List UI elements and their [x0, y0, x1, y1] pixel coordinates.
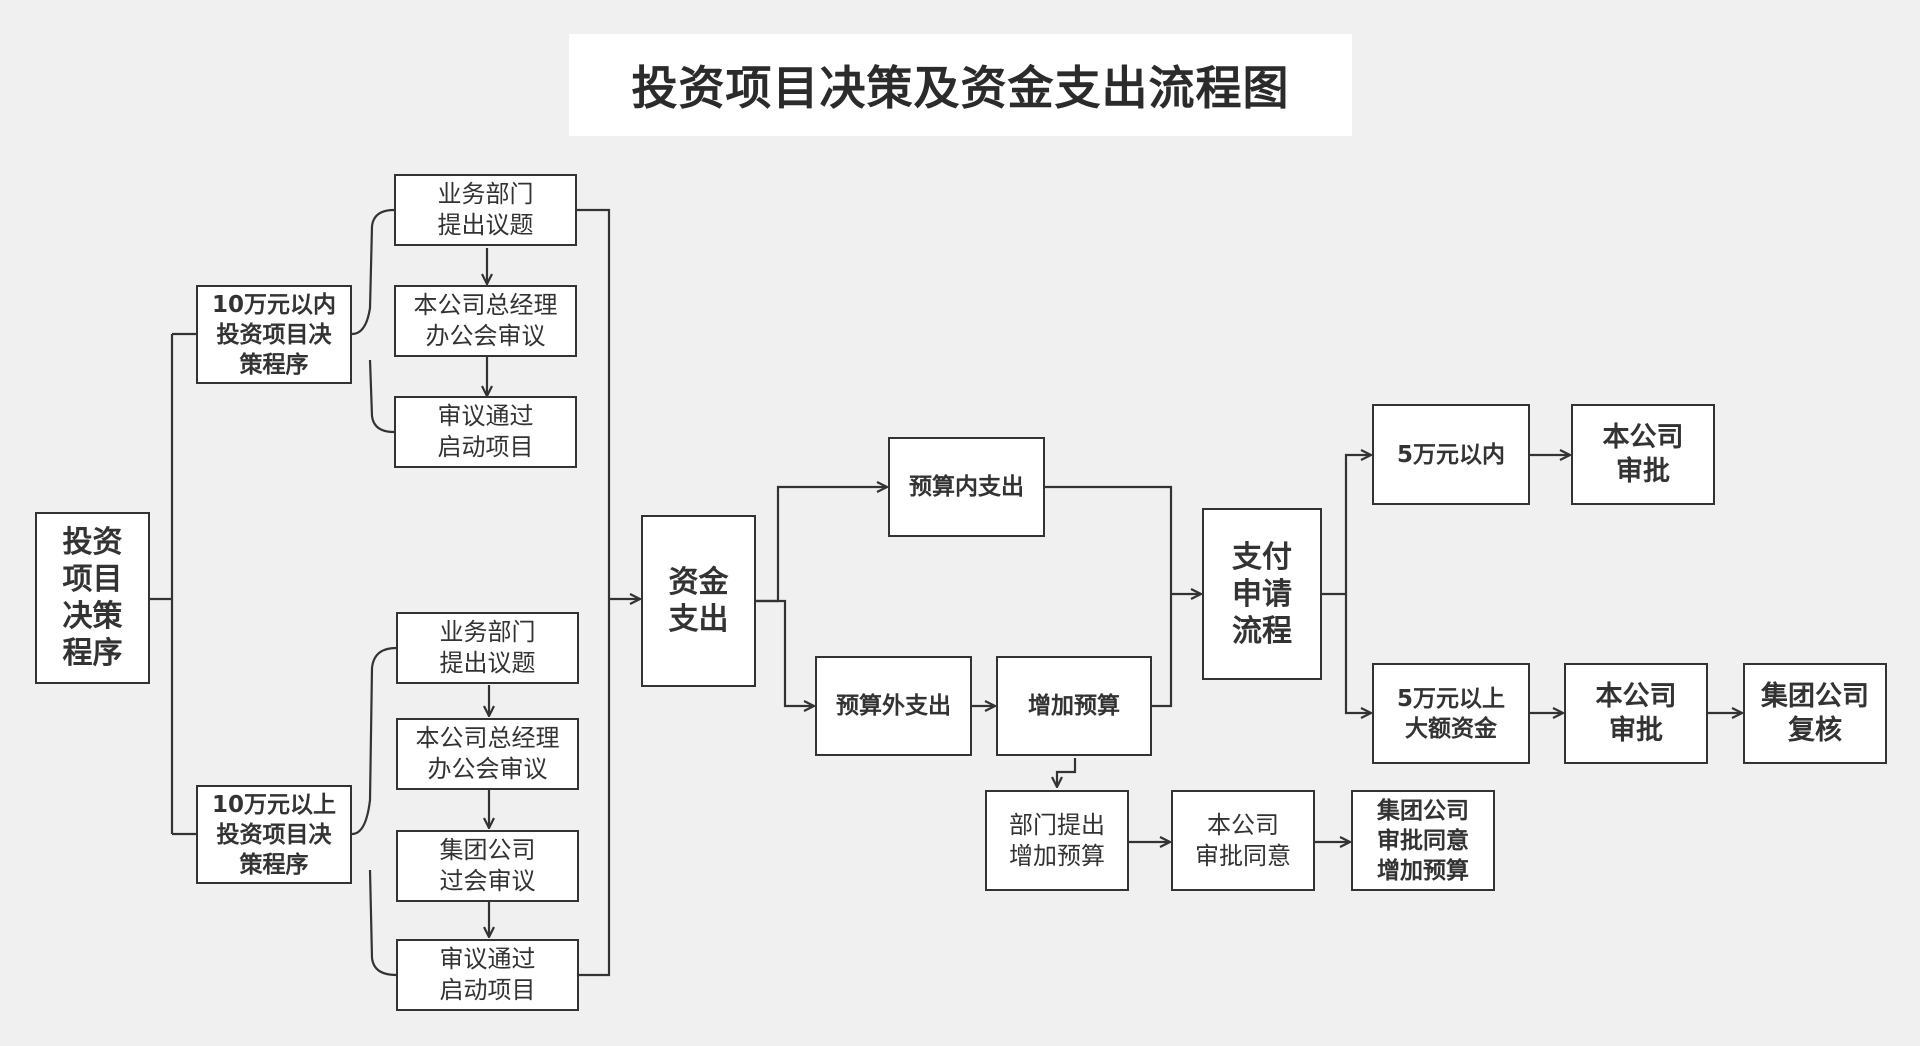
node-company-approve-large: 本公司 审批 [1564, 663, 1708, 764]
node-over-50k-large-funds: 5万元以上 大额资金 [1372, 663, 1530, 764]
node-out-budget-expense: 预算外支出 [815, 656, 972, 756]
node-in-budget-expense: 预算内支出 [888, 437, 1045, 537]
node-company-approve-small: 本公司 审批 [1571, 404, 1715, 505]
node-lower-approved-start: 审议通过 启动项目 [396, 939, 579, 1011]
node-group-approve-add-budget: 集团公司 审批同意 增加预算 [1351, 790, 1495, 891]
edge-over10-brace [351, 646, 397, 977]
node-payment-application: 支付 申请 流程 [1202, 508, 1322, 680]
edge-merge-funds [577, 208, 640, 977]
edge-root-branch [150, 332, 196, 836]
edge-payment-over5 [1344, 594, 1371, 713]
node-upper-dept-propose: 业务部门 提出议题 [394, 174, 577, 246]
edge-under10-brace [351, 208, 395, 434]
node-lower-group-review: 集团公司 过会审议 [396, 830, 579, 902]
node-upper-gm-review: 本公司总经理 办公会审议 [394, 285, 577, 357]
edge-payment-under5 [1322, 455, 1371, 596]
node-funds-expenditure: 资金 支出 [641, 515, 756, 687]
diagram-title: 投资项目决策及资金支出流程图 [631, 61, 1290, 115]
edge-add-dept [1057, 758, 1077, 787]
title-box: 投资项目决策及资金支出流程图 [569, 34, 1352, 136]
node-under-50k: 5万元以内 [1372, 404, 1530, 505]
edge-merge-payment [1045, 485, 1201, 708]
node-over-100k-program: 10万元以上 投资项目决 策程序 [196, 785, 352, 884]
node-lower-gm-review: 本公司总经理 办公会审议 [396, 718, 579, 790]
node-under-100k-program: 10万元以内 投资项目决 策程序 [196, 285, 352, 384]
edge-funds-in-budget [756, 487, 887, 603]
edge-funds-out-budget [756, 599, 814, 706]
node-add-budget: 增加预算 [996, 656, 1152, 756]
node-investment-decision-program: 投资 项目 决策 程序 [35, 512, 150, 684]
node-company-approve-add: 本公司 审批同意 [1171, 790, 1315, 891]
node-group-recheck: 集团公司 复核 [1743, 663, 1887, 764]
node-dept-propose-add-budget: 部门提出 增加预算 [985, 790, 1129, 891]
node-lower-dept-propose: 业务部门 提出议题 [396, 612, 579, 684]
node-upper-approved-start: 审议通过 启动项目 [394, 396, 577, 468]
